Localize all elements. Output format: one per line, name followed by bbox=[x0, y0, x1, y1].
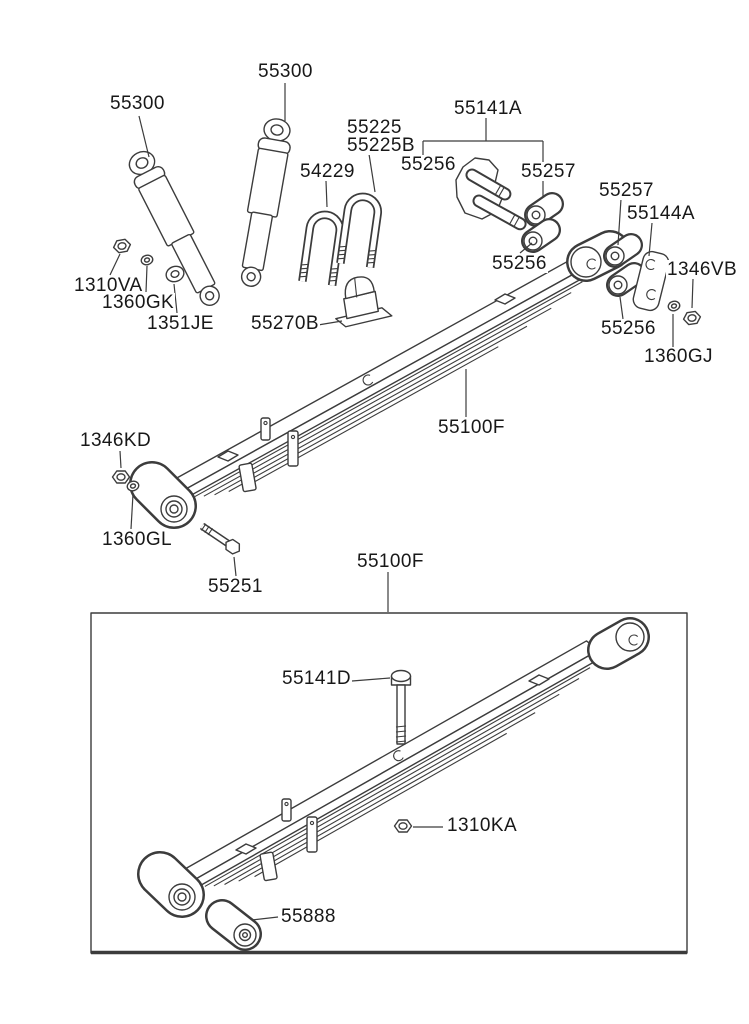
part-label-1310VA: 1310VA bbox=[73, 275, 144, 296]
part-label-55100F-lower: 55100F bbox=[356, 551, 425, 572]
part-label-55257-b: 55257 bbox=[598, 180, 655, 201]
spring-eye-lower-right bbox=[587, 617, 650, 670]
part-label-55270B: 55270B bbox=[250, 313, 320, 334]
shackle-plate bbox=[632, 250, 670, 312]
spring-eye-lower-left bbox=[137, 851, 205, 918]
part-label-1310KA: 1310KA bbox=[446, 815, 519, 836]
shackle-bracket bbox=[455, 157, 527, 231]
part-label-55251: 55251 bbox=[207, 576, 264, 597]
spring-clamps-upper bbox=[217, 293, 516, 493]
part-label-55225: 55225 bbox=[346, 117, 403, 138]
part-label-1346VB: 1346VB bbox=[666, 259, 739, 280]
bushing-55888 bbox=[205, 899, 262, 951]
spring-clamps-lower bbox=[235, 674, 550, 882]
part-label-1360GL: 1360GL bbox=[101, 529, 174, 550]
part-label-54229: 54229 bbox=[299, 161, 356, 182]
part-label-55141A: 55141A bbox=[453, 98, 523, 119]
bolt-55141d bbox=[390, 669, 412, 745]
spring-eye-upper-left bbox=[129, 461, 197, 529]
part-label-55100F-upper: 55100F bbox=[437, 417, 506, 438]
part-label-55888: 55888 bbox=[280, 906, 337, 927]
grommet-1351je bbox=[165, 265, 185, 283]
part-label-55257-a: 55257 bbox=[520, 161, 577, 182]
part-label-1351JE: 1351JE bbox=[146, 313, 215, 334]
part-label-1360GJ: 1360GJ bbox=[643, 346, 714, 367]
leaf-spring-lower bbox=[137, 617, 650, 918]
part-label-55144A: 55144A bbox=[626, 203, 696, 224]
part-label-55256-c: 55256 bbox=[600, 318, 657, 339]
part-label-55225B: 55225B bbox=[346, 135, 416, 156]
part-label-1346KD: 1346KD bbox=[79, 430, 153, 451]
part-label-55256-b: 55256 bbox=[491, 253, 548, 274]
part-label-1360GK: 1360GK bbox=[101, 292, 176, 313]
spring-seat bbox=[335, 276, 393, 328]
leader-lines bbox=[109, 83, 694, 921]
part-label-55300-right: 55300 bbox=[257, 61, 314, 82]
bolt-55251 bbox=[199, 522, 241, 555]
detail-box bbox=[90, 612, 688, 955]
part-label-55256-a: 55256 bbox=[400, 154, 457, 175]
part-label-55300-left: 55300 bbox=[109, 93, 166, 114]
part-label-55141D: 55141D bbox=[281, 668, 352, 689]
